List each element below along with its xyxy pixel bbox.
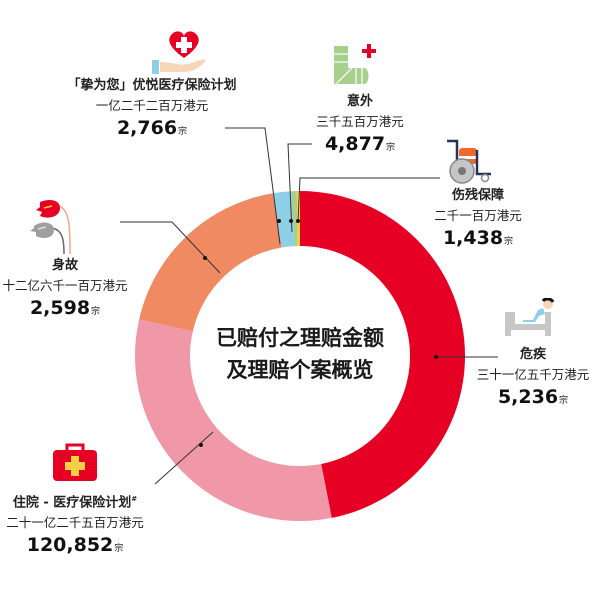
- chart-title-line2: 及理赔个案概览: [226, 358, 374, 382]
- heart-in-hand-icon: [152, 31, 206, 74]
- segment-count: 5,236宗: [497, 386, 569, 408]
- leader-line-disability: [297, 177, 440, 222]
- leader-line-accident: [287, 143, 312, 233]
- segment-amount: 十二亿六千一百万港元: [2, 278, 128, 293]
- segment-name: 身故: [51, 258, 78, 273]
- segment-amount: 三千五百万港元: [316, 114, 404, 129]
- segment-name: 伤残保障: [451, 188, 504, 203]
- label-accident: 意外 三千五百万港元 4,877宗: [300, 92, 420, 160]
- segment-count: 1,438宗: [442, 227, 514, 249]
- leader-lines: [120, 127, 498, 485]
- chart-title-line1: 已赔付之理赔金额: [216, 326, 384, 350]
- label-critical-illness: 危疾 三十一亿五千万港元 5,236宗: [466, 345, 600, 413]
- first-aid-kit-icon: [53, 443, 97, 481]
- chart-title: 已赔付之理赔金额 及理赔个案概览: [200, 322, 400, 386]
- leg-cast-icon: [334, 44, 376, 85]
- leader-line-medical-plan: [225, 127, 281, 245]
- label-disability: 伤残保障 二千一百万港元 1,438宗: [418, 186, 538, 254]
- segment-count: 2,766宗: [116, 117, 188, 139]
- segment-count: 4,877宗: [324, 133, 396, 155]
- label-death: 身故 十二亿六千一百万港元 2,598宗: [0, 256, 130, 324]
- segment-count: 120,852宗: [26, 534, 124, 557]
- label-hospitalization: 住院 - 医疗保险计划# 二十一亿二千五百万港元 120,852宗: [0, 489, 150, 561]
- segment-count: 2,598宗: [29, 297, 101, 319]
- hospital-bed-patient-icon: [505, 298, 555, 336]
- donut-segment-hospitalization: [135, 319, 332, 521]
- donut-segment-critical_illness: [300, 191, 466, 518]
- segment-name: 意外: [346, 94, 373, 109]
- leader-line-death: [120, 221, 221, 274]
- wheelchair-icon: [447, 139, 491, 184]
- segment-name: 「挚为您」优悦医疗保险计划: [67, 78, 237, 93]
- donut-segment-medical_plan: [272, 191, 295, 248]
- segment-amount: 三十一亿五千万港元: [476, 367, 590, 382]
- segment-amount: 二千一百万港元: [434, 208, 522, 223]
- leader-line-hospitalization: [154, 431, 214, 485]
- segment-amount: 一亿二千二百万港元: [95, 98, 209, 113]
- donut-segment-accident: [291, 191, 298, 247]
- wilting-flowers-icon: [30, 200, 71, 254]
- segment-amount: 二十一亿二千五百万港元: [6, 515, 144, 531]
- segment-name: 危疾: [519, 347, 546, 362]
- footnote-mark: #: [131, 495, 138, 503]
- segment-name: 住院 - 医疗保险计划#: [12, 495, 138, 511]
- label-medical-plan: 「挚为您」优悦医疗保险计划 一亿二千二百万港元 2,766宗: [52, 76, 252, 144]
